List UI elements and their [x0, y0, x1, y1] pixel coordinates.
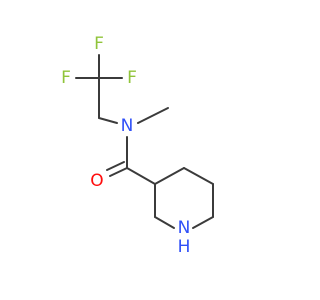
- bond-c-o-1: [109, 167, 128, 177]
- atom-h-ring: H: [178, 237, 191, 257]
- atom-n-amide: N: [121, 116, 134, 136]
- atom-labels: F F F N O N H: [61, 34, 190, 257]
- ring-bond-c4-c5: [183, 167, 214, 185]
- ring-bond-n1-c2: [154, 216, 175, 229]
- bond-ch2-n: [98, 117, 118, 124]
- bond-carbonyl-ring: [126, 167, 156, 185]
- atom-n-ring: N: [178, 218, 191, 238]
- ring-bond-c3-c4: [154, 167, 185, 185]
- structure-canvas: F F F N O N H: [61, 34, 214, 257]
- ring-bond-c6-n1: [192, 216, 214, 229]
- bond-c-o-2: [106, 161, 125, 171]
- molecule-diagram: F F F N O N H: [61, 34, 214, 257]
- atom-f-top: F: [94, 34, 104, 54]
- atom-o-carbonyl: O: [90, 171, 103, 191]
- atom-f-left: F: [61, 68, 71, 88]
- bonds: [75, 54, 214, 229]
- bond-n-methyl: [137, 107, 169, 124]
- atom-f-right: F: [127, 68, 137, 88]
